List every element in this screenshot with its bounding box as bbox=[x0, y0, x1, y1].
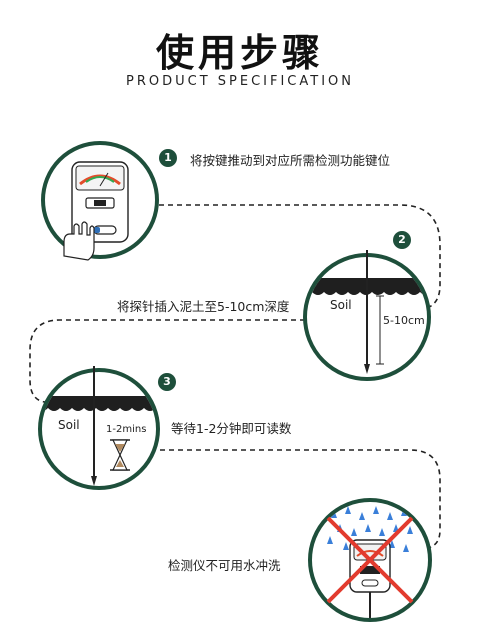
step3-illustration bbox=[38, 366, 160, 490]
step4-text: 检测仪不可用水冲洗 bbox=[168, 558, 281, 573]
page-title: 使用步骤 bbox=[155, 31, 324, 75]
hand-icon bbox=[63, 221, 95, 261]
step2-badge: 2 bbox=[393, 231, 411, 249]
step1-badge: 1 bbox=[159, 149, 177, 167]
step3-time-label: 1-2mins bbox=[106, 424, 147, 435]
step3-badge: 3 bbox=[158, 373, 176, 391]
step2-soil-label: Soil bbox=[330, 298, 352, 312]
step2-text: 将探针插入泥土至5-10cm深度 bbox=[117, 299, 290, 314]
page-subtitle: PRODUCT SPECIFICATION bbox=[125, 74, 354, 89]
step2-depth-label: 5-10cm bbox=[383, 314, 425, 327]
step2-illustration bbox=[303, 250, 431, 381]
step3-soil-label: Soil bbox=[58, 418, 80, 432]
step3-text: 等待1-2分钟即可读数 bbox=[171, 421, 292, 436]
step1-illustration bbox=[41, 141, 159, 261]
step4-illustration bbox=[308, 498, 432, 622]
step1-text: 将按键推动到对应所需检测功能键位 bbox=[190, 153, 391, 168]
hourglass-icon bbox=[110, 439, 130, 471]
